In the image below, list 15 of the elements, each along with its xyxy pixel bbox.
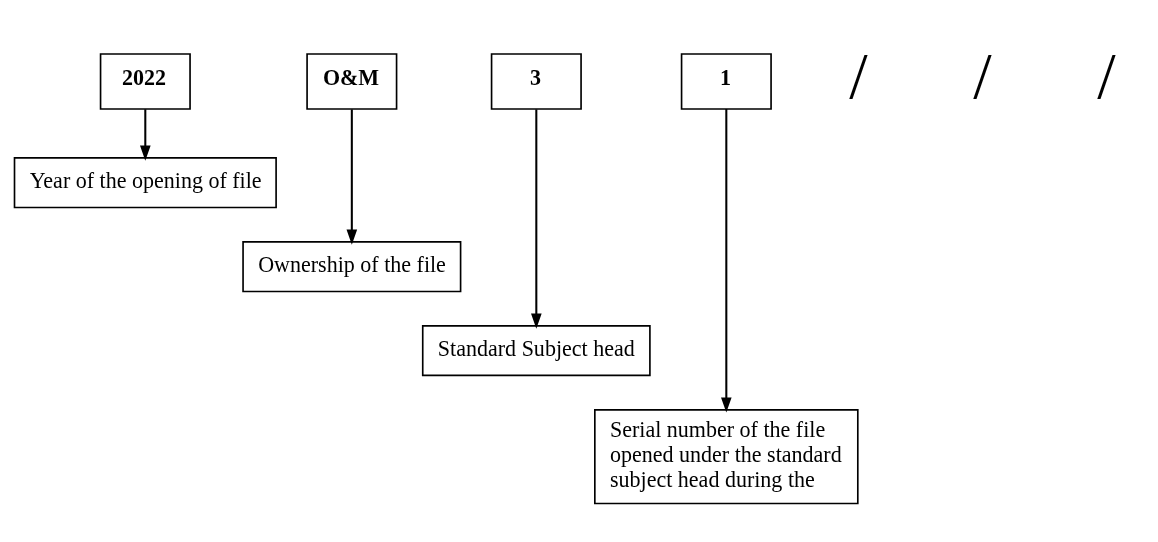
- arrow: [140, 108, 151, 161]
- node-box: Ownership of the file: [242, 240, 462, 292]
- node-box: Year of the opening of file: [13, 156, 277, 208]
- node-box: Serial number of the file opened under the standard subject head during the: [594, 408, 859, 504]
- label: /: [1097, 38, 1116, 112]
- label: /: [849, 38, 868, 112]
- node-box: 2022: [99, 52, 191, 110]
- node-box: Standard Subject head: [421, 324, 651, 376]
- arrow: [531, 108, 542, 329]
- arrow: [721, 108, 732, 413]
- node-box: O&M: [306, 52, 398, 110]
- node-box: 3: [490, 52, 582, 110]
- arrow: [346, 108, 358, 245]
- node-box: 1: [680, 52, 772, 110]
- label: /: [973, 38, 992, 112]
